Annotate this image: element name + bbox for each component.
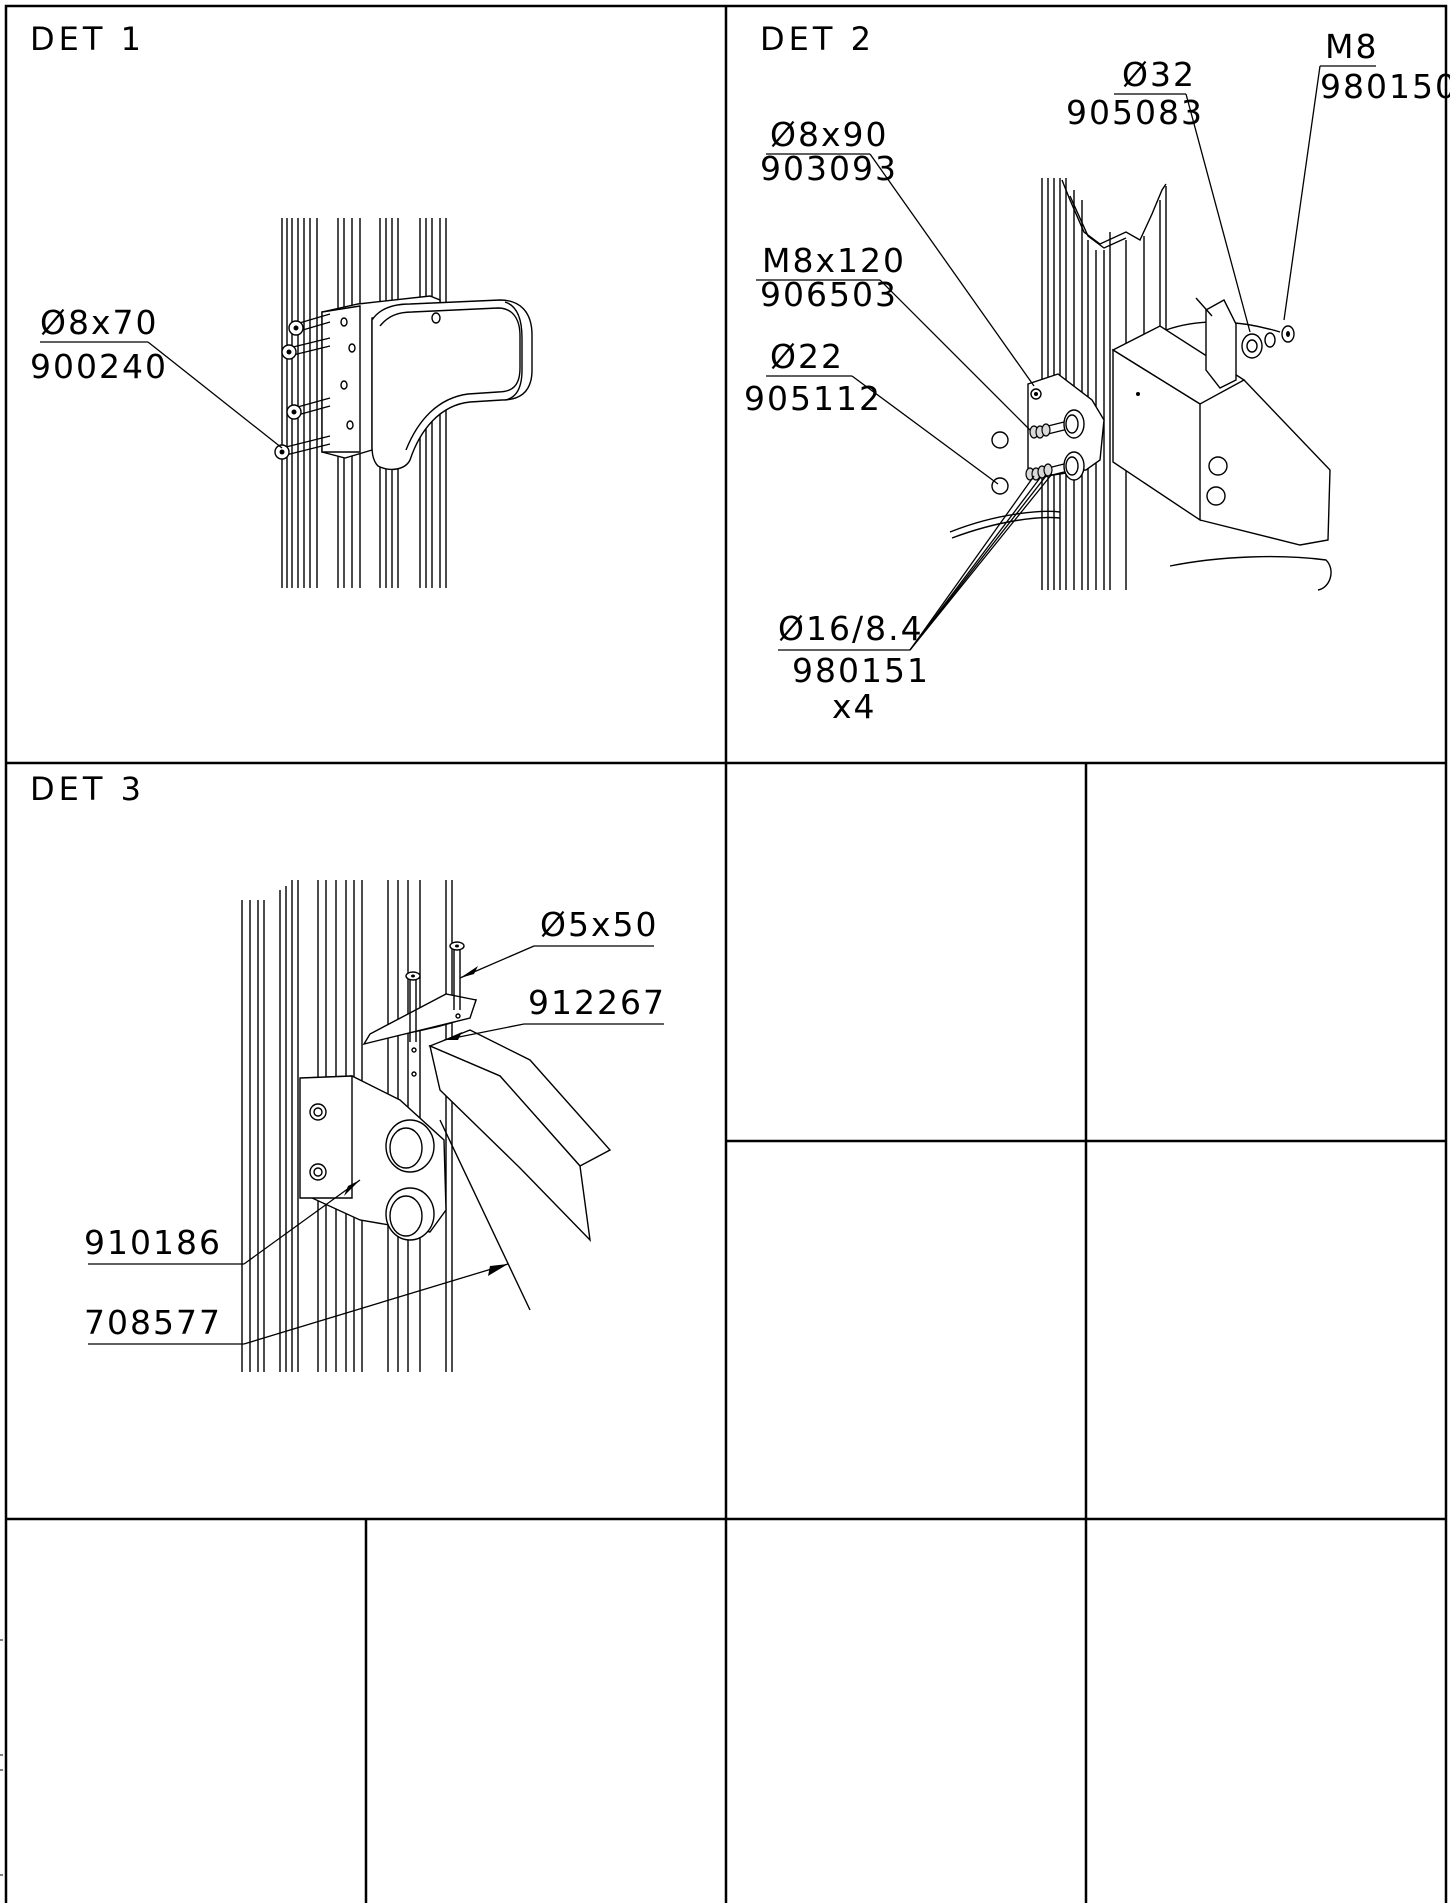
det1-callout: Ø8x70 900240 [30,303,283,449]
det3-bracket-flange [299,1075,353,1199]
detail-3: DET 3 [30,770,666,1372]
det3-708577-label: 708577 [84,1303,222,1342]
det3-crossbar-front [429,1044,591,1243]
det3-910186-label: 910186 [84,1223,222,1262]
det2-d22-spec: Ø22 [770,337,844,376]
det1-bracket-side [321,305,361,453]
det2-callout-d16: Ø16/8.4 980151 x4 [778,473,1053,726]
det1-handle [371,299,533,471]
det1-bolt-1 [288,313,331,336]
det2-callout-m8: M8 980150 [1283,27,1450,321]
detail-1-title: DET 1 [30,20,145,58]
det2-curved-bar-lower-2 [951,516,1061,539]
det2-top-hardware [1195,297,1295,389]
det3-912267-label: 912267 [528,983,666,1022]
det2-m8x120-spec: M8x120 [762,241,906,280]
det1-plate-holes [340,317,356,430]
det2-crossbar-pin [1136,392,1140,396]
det3-callout-708577: 708577 [84,1263,509,1345]
det2-d8x90-spec: Ø8x90 [770,115,889,154]
detail-2-title: DET 2 [760,20,875,58]
det2-d32-part: 905083 [1066,93,1204,132]
det2-crossbar-side [1199,379,1331,546]
det3-screw-1 [405,971,421,1042]
det2-crossbar-hole-1 [1208,456,1228,476]
det1-spec-label: Ø8x70 [40,303,159,342]
margin-marks [0,1639,3,1876]
det3-crossbar-lower-edge [439,1119,531,1311]
det3-callout-912267: 912267 [443,983,666,1041]
det1-bolt-2 [281,337,331,360]
det3-bushings [385,1119,435,1241]
det2-d8x90-part: 903093 [760,149,898,188]
det3-screw-2 [449,941,465,1010]
det1-bolts [274,313,331,460]
det2-m8x120-part: 906503 [760,275,898,314]
det3-callout-910186: 910186 [84,1179,361,1265]
det1-handle-hole [431,312,441,324]
det2-callout-d22: Ø22 905112 [744,337,999,485]
det1-bolt-3 [286,397,331,420]
det2-upper-bolt-assembly [991,409,1085,449]
det2-crossbar-end [1169,555,1332,591]
det2-post-top [1061,179,1167,245]
det2-callout-m8x120: M8x120 906503 [756,241,1031,431]
detail-3-title: DET 3 [30,770,145,808]
det2-d32-spec: Ø32 [1122,55,1196,94]
det2-crossbar-hole-2 [1206,486,1226,506]
det1-part-label: 900240 [30,347,168,386]
sheet-frame [4,4,1448,1903]
det2-callout-d32: Ø32 905083 [1066,55,1251,333]
det2-d16-part: 980151 [792,651,930,690]
det2-m8-spec: M8 [1325,27,1378,66]
det1-handle-edge [379,307,521,451]
detail-2: DET 2 [744,20,1450,726]
det3-d5x50-spec: Ø5x50 [540,905,659,944]
det2-post-top-inner [1069,195,1127,249]
det2-callout-d8x90: Ø8x90 903093 [760,115,1035,387]
det3-callout-d5x50: Ø5x50 [459,905,659,979]
det3-top-plate-face [362,993,477,1046]
det1-handle-end [504,301,523,401]
det2-curved-bar-lower [949,510,1061,533]
det2-m8-part: 980150 [1320,67,1450,106]
det3-flange-holes [309,1103,327,1181]
det2-d22-part: 905112 [744,379,882,418]
det3-screws [405,941,465,1077]
det2-d16-spec: Ø16/8.4 [778,609,924,648]
det2-d16-qty: x4 [832,687,877,726]
det1-bolt-4 [274,435,331,460]
det2-plate-hole-core [1034,392,1038,396]
detail-1: DET 1 [30,20,533,588]
